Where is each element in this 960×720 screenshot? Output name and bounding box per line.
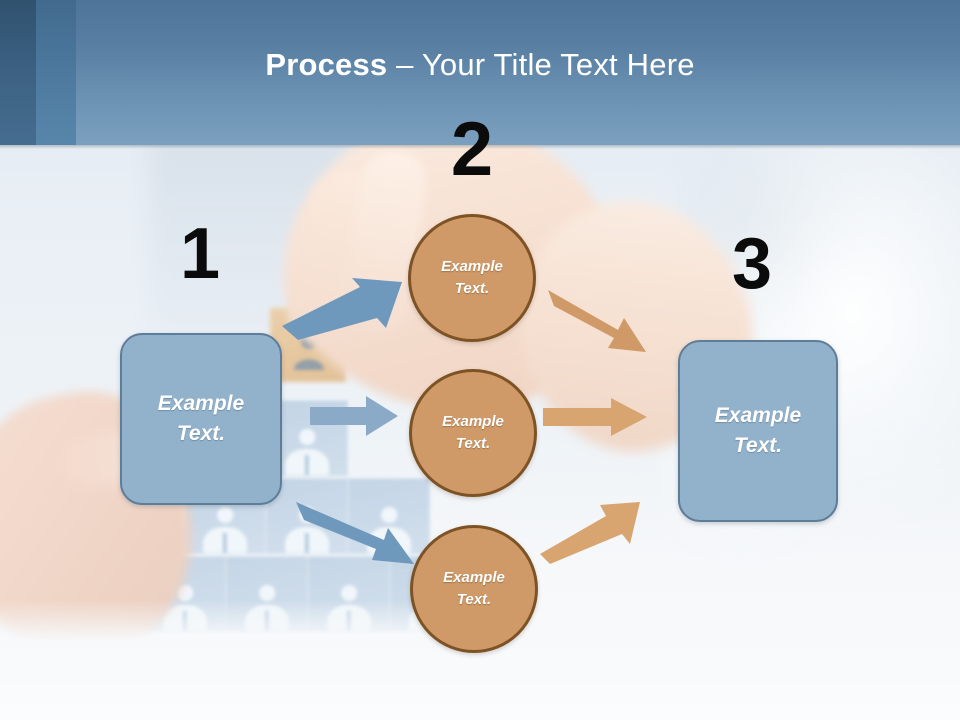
step-2-circle-top[interactable]: Example Text. (408, 214, 536, 342)
blue-arrow-up-icon (282, 278, 402, 340)
step-2-circle-middle-label: Example Text. (442, 412, 504, 453)
step-2-circle-bottom-label: Example Text. (443, 568, 505, 609)
header-shadow (0, 145, 960, 149)
step-1-box-label: Example Text. (157, 391, 245, 445)
step-3-box-label: Example Text. (714, 403, 802, 457)
step-number-1: 1 (179, 214, 221, 294)
step-2-circle-middle[interactable]: Example Text. (409, 369, 537, 497)
header-band-dark (0, 0, 36, 145)
page-title-strong: Process (265, 47, 388, 82)
page-title: Process – Your Title Text Here (0, 47, 960, 83)
orange-arrow-down-icon (548, 290, 646, 352)
orange-arrow-right-icon (543, 398, 647, 436)
step-3-box[interactable]: Example Text. (678, 340, 838, 522)
step-number-2: 2 (450, 107, 494, 192)
blue-arrow-right-icon (310, 396, 398, 436)
page-title-rest: – Your Title Text Here (387, 47, 695, 82)
header-bar (0, 0, 960, 145)
step-2-circle-top-label: Example Text. (441, 257, 503, 298)
step-number-3: 3 (731, 224, 773, 304)
header-band-mid (36, 0, 76, 145)
orange-arrow-up-icon (540, 502, 640, 564)
blue-arrow-down-icon (296, 502, 414, 564)
step-2-circle-bottom[interactable]: Example Text. (410, 525, 538, 653)
step-1-box[interactable]: Example Text. (120, 333, 282, 505)
